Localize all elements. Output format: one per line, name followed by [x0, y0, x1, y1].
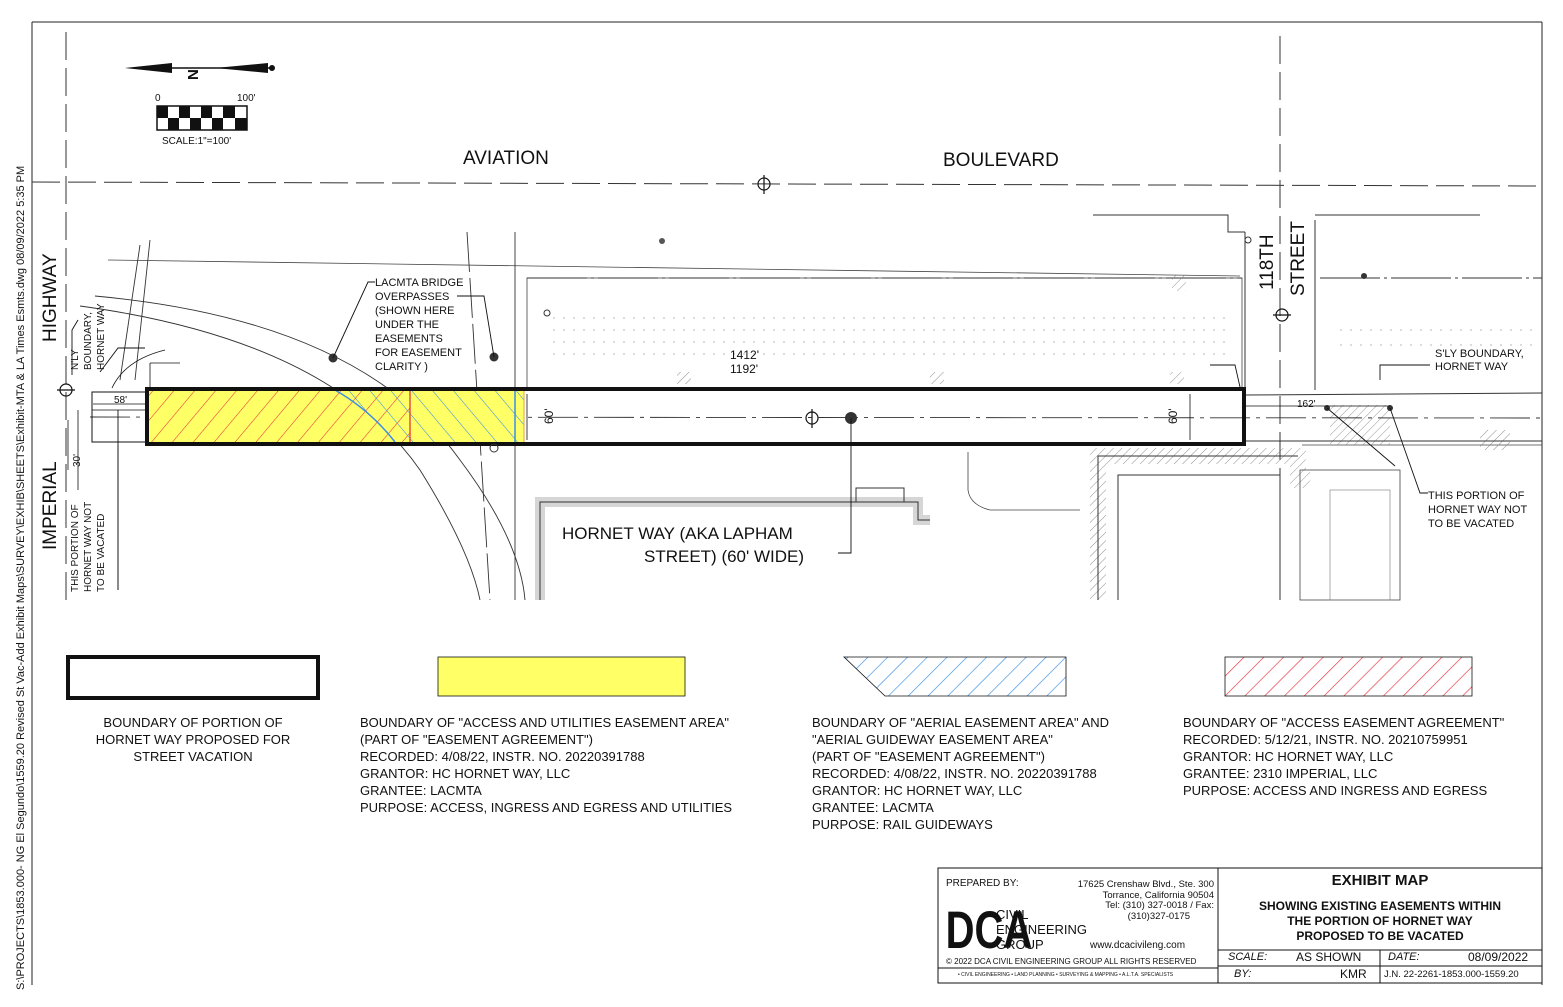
legend-swatch-aerial — [842, 656, 1067, 697]
callout-nly-boundary: N'LY BOUNDARY, HORNET WAY — [70, 303, 107, 370]
easement-fills — [148, 389, 525, 443]
svg-text:STREET) (60' WIDE): STREET) (60' WIDE) — [644, 547, 804, 566]
job-number: J.N. 22-2261-1853.000-1559.20 — [1384, 969, 1519, 980]
callout-portion-right: THIS PORTION OF HORNET WAY NOT TO BE VAC… — [1428, 490, 1527, 530]
svg-text:(SHOWN HERE: (SHOWN HERE — [375, 305, 454, 317]
services: • CIVIL ENGINEERING • LAND PLANNING • SU… — [958, 972, 1174, 978]
scale-bar — [156, 105, 248, 131]
date-field-label: DATE: — [1388, 951, 1420, 963]
svg-text:BOUNDARY,: BOUNDARY, — [83, 312, 94, 370]
svg-text:TO BE VACATED: TO BE VACATED — [1428, 518, 1514, 530]
title-block-frame — [937, 867, 1543, 984]
callout-leaders — [71, 281, 1430, 590]
by-field-value: KMR — [1340, 967, 1367, 981]
firm-website: www.dcacivileng.com — [1090, 940, 1186, 951]
svg-text:CLARITY ): CLARITY ) — [375, 361, 428, 373]
svg-text:TO BE VACATED: TO BE VACATED — [96, 514, 107, 592]
centerline-icon — [1273, 308, 1291, 322]
centerline-icon — [57, 383, 75, 397]
scale-field-value: AS SHOWN — [1296, 950, 1362, 964]
dca-logo: DCA — [946, 901, 1033, 959]
by-field-label: BY: — [1234, 968, 1252, 980]
svg-text:CIVIL: CIVIL — [996, 907, 1029, 922]
street-aviation: AVIATION — [463, 148, 549, 169]
prepared-by: PREPARED BY: — [946, 878, 1019, 889]
svg-text:OVERPASSES: OVERPASSES — [375, 291, 449, 303]
firm-address: 17625 Crenshaw Blvd., Ste. 300 Torrance,… — [1077, 879, 1214, 922]
street-word: STREET — [1288, 221, 1309, 296]
dimension-lines — [67, 394, 1390, 470]
svg-text:HORNET WAY NOT: HORNET WAY NOT — [83, 502, 94, 592]
dim-30: 30' — [72, 454, 83, 467]
centerline-icon — [757, 175, 771, 194]
callout-sly-boundary: S'LY BOUNDARY, HORNET WAY — [1435, 348, 1524, 373]
legend-swatch-access-easement — [1224, 656, 1473, 697]
svg-text:THIS PORTION OF: THIS PORTION OF — [70, 504, 81, 592]
svg-text:S'LY BOUNDARY,: S'LY BOUNDARY, — [1435, 348, 1524, 360]
copyright: © 2022 DCA CIVIL ENGINEERING GROUP ALL R… — [946, 957, 1197, 966]
north-letter: N — [185, 69, 202, 80]
dim-60-right: 60' — [1166, 408, 1180, 424]
dim-1412: 1412' — [730, 348, 759, 362]
legend-label-access-utilities: BOUNDARY OF "ACCESS AND UTILITIES EASEME… — [360, 715, 733, 815]
svg-text:GROUP: GROUP — [996, 937, 1044, 952]
callout-lacmta-bridge: LACMTA BRIDGE OVERPASSES (SHOWN HERE UND… — [375, 277, 463, 373]
legend-swatch-vacation — [66, 655, 320, 700]
street-imperial: IMPERIAL — [40, 461, 61, 550]
centerline-icon — [805, 409, 819, 428]
svg-text:HORNET WAY: HORNET WAY — [96, 303, 107, 370]
north-arrow-icon — [125, 63, 275, 73]
street-boulevard: BOULEVARD — [943, 150, 1059, 171]
exhibit-title: EXHIBIT MAP — [1331, 872, 1429, 889]
scale-hundred: 100' — [237, 93, 256, 104]
dim-162: 162' — [1297, 399, 1316, 410]
file-path: S:\PROJECTS\1853.000- NG El Segundo\1559… — [15, 166, 27, 990]
scale-label: SCALE:1"=100' — [162, 136, 231, 147]
svg-text:ENGINEERING: ENGINEERING — [996, 922, 1087, 937]
svg-text:FOR EASEMENT: FOR EASEMENT — [375, 347, 462, 359]
exhibit-subtitle: SHOWING EXISTING EASEMENTS WITHIN THE PO… — [1258, 899, 1501, 943]
callout-portion-left: THIS PORTION OF HORNET WAY NOT TO BE VAC… — [70, 502, 107, 592]
scale-field-label: SCALE: — [1228, 951, 1268, 963]
svg-text:HORNET WAY (AKA LAPHAM: HORNET WAY (AKA LAPHAM — [562, 524, 793, 543]
svg-text:HORNET WAY: HORNET WAY — [1435, 361, 1509, 373]
street-118th: 118TH — [1257, 234, 1278, 290]
parking-lot-north — [526, 214, 1542, 390]
scale-zero: 0 — [155, 93, 161, 104]
legend-swatch-access-utilities — [437, 656, 686, 697]
dim-60-left: 60' — [542, 408, 556, 424]
dim-1192: 1192' — [730, 362, 758, 376]
hornet-sly-extension — [1244, 392, 1543, 396]
svg-text:N'LY: N'LY — [70, 349, 81, 370]
dim-58: 58' — [114, 395, 127, 406]
svg-text:LACMTA BRIDGE: LACMTA BRIDGE — [375, 277, 463, 289]
svg-text:UNDER THE: UNDER THE — [375, 319, 439, 331]
callout-hornet-way: HORNET WAY (AKA LAPHAM STREET) (60' WIDE… — [562, 524, 804, 566]
street-highway: HIGHWAY — [40, 253, 61, 342]
legend-label-vacation: BOUNDARY OF PORTION OF HORNET WAY PROPOS… — [95, 715, 291, 764]
legend-label-aerial: BOUNDARY OF "AERIAL EASEMENT AREA" AND "… — [812, 715, 1110, 832]
legend-label-access-easement: BOUNDARY OF "ACCESS EASEMENT AGREEMENT" … — [1183, 715, 1505, 798]
svg-text:THIS PORTION OF: THIS PORTION OF — [1428, 490, 1525, 502]
buildings-south — [535, 405, 1542, 601]
date-field-value: 08/09/2022 — [1468, 950, 1529, 964]
dca-logo-words: CIVIL ENGINEERING GROUP — [996, 907, 1087, 952]
svg-text:EASEMENTS: EASEMENTS — [375, 333, 443, 345]
svg-text:HORNET WAY NOT: HORNET WAY NOT — [1428, 504, 1527, 516]
